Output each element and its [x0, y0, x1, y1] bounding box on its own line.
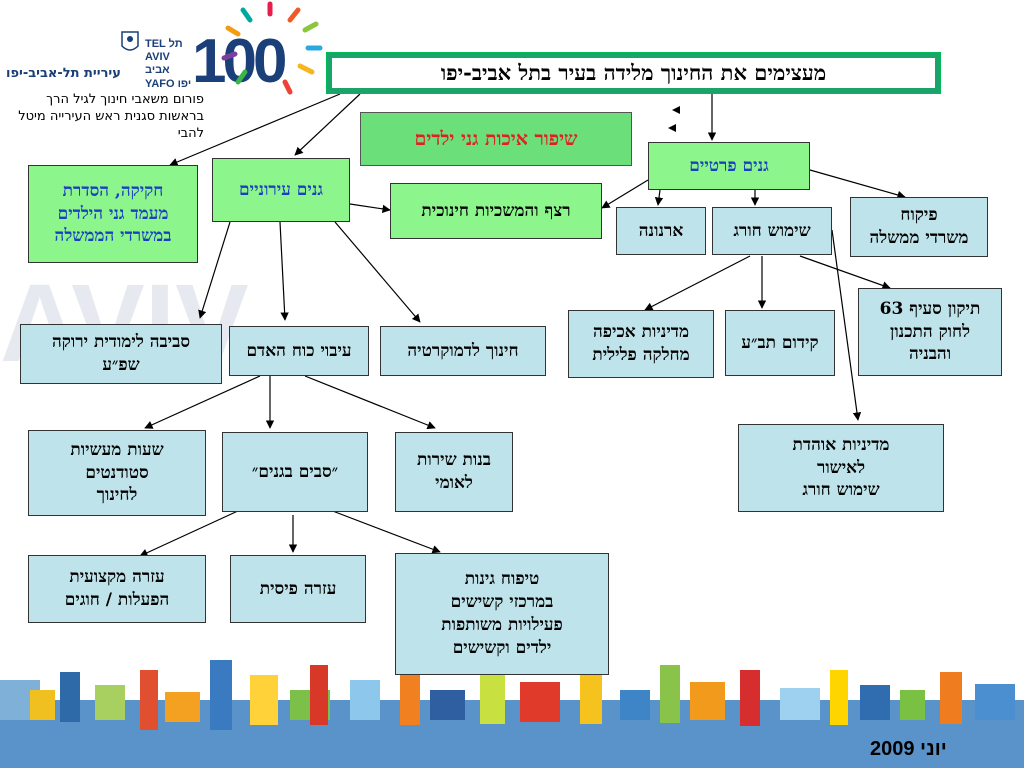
subtitle-box: שיפור איכות גני ילדים: [360, 112, 632, 166]
node-grandparents: ״סבים בגנים״: [222, 432, 368, 512]
node-legislation: חקיקה, הסדרת מעמד גני הילדים במשרדי הממש…: [28, 165, 198, 263]
node-democracy: חינוך לדמוקרטיה: [380, 326, 546, 376]
node-taba: קידום תב״ע: [725, 310, 835, 376]
node-students: שעות מעשיות סטודנטים לחינוך: [28, 430, 206, 516]
city-logo-text: עיריית תל-אביב-יפו: [6, 66, 121, 81]
node-exceptional-use: שימוש חורג: [712, 207, 832, 255]
forum-caption: פורום משאבי חינוך לגיל הרך בראשות סגנית …: [4, 92, 204, 143]
node-enforcement: מדיניות אכיפה מחלקה פלילית: [568, 310, 714, 378]
tel-aviv-line: AVIV אביב: [145, 51, 170, 77]
node-national-service: בנות שירות לאומי: [395, 432, 513, 512]
centennial-logo: 100: [192, 27, 287, 96]
forum-line: פורום משאבי חינוך לגיל הרך: [46, 92, 204, 107]
tel-aviv-line: TEL תל: [145, 38, 183, 50]
node-physical-help: עזרה פיסית: [230, 555, 366, 623]
node-private-kindergartens: גנים פרטיים: [648, 142, 810, 190]
node-manpower: עיבוי כוח האדם: [229, 326, 369, 376]
node-section63: תיקון סעיף 63 לחוק התכנון והבניה: [858, 288, 1002, 376]
tel-aviv-line: YAFO יפו: [145, 77, 192, 90]
node-continuity: רצף והמשכיות חינוכית: [390, 183, 602, 239]
node-municipal-kindergartens: גנים עירוניים: [212, 158, 350, 222]
node-gardening: טיפוח גינות במרכזי קשישים פעילויות משותפ…: [395, 553, 609, 675]
node-professional-help: עזרה מקצועית הפעלות / חוגים: [28, 555, 206, 623]
node-policy: מדיניות אוהדת לאישור שימוש חורג: [738, 424, 944, 512]
page-title: מעצימים את החינוך מלידה בעיר בתל אביב-יפ…: [332, 58, 935, 88]
node-green-environment: סביבה לימודית ירוקה שפ״ע: [20, 324, 222, 384]
tel-aviv-logo: TEL תל AVIV אביב YAFO יפו: [145, 38, 193, 91]
date-label: יוני 2009: [870, 738, 947, 760]
node-supervision: פיקוח משרדי ממשלה: [850, 197, 988, 257]
node-arnona: ארנונה: [616, 207, 706, 255]
forum-line: בראשות סגנית ראש העירייה מיטל להבי: [18, 108, 204, 141]
